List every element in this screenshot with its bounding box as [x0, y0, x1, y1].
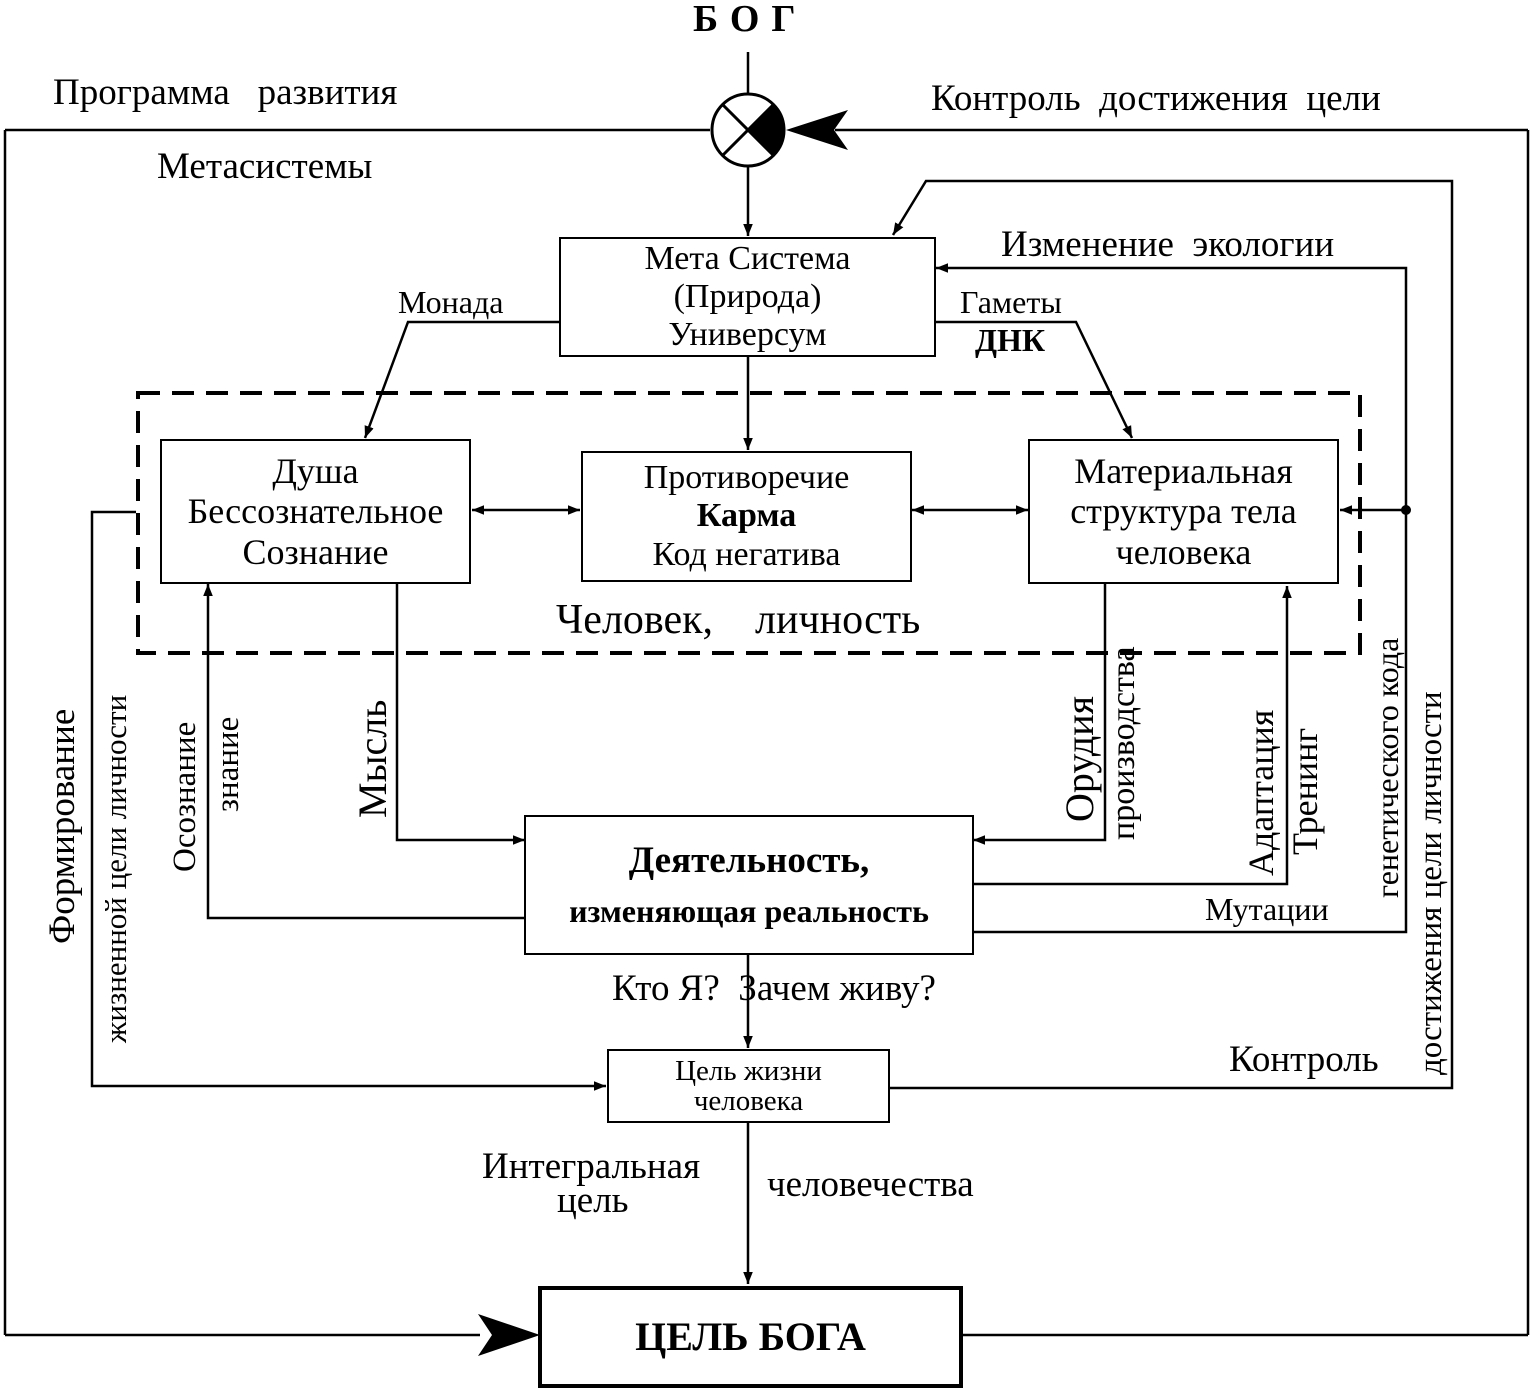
awareness-label: Осознание — [167, 721, 203, 872]
mutation-path — [973, 510, 1408, 934]
thought-arrow — [395, 584, 525, 845]
negative-code-label: Код негатива — [652, 535, 841, 573]
reality-changing-label: изменяющая реальность — [569, 892, 929, 929]
awareness-arrow — [203, 584, 525, 920]
forming-label: Формирование — [42, 708, 83, 944]
who-am-i-label: Кто Я? Зачем живу? — [612, 968, 936, 1009]
contradiction-label: Противоречие — [643, 459, 850, 497]
life-goal-vertical-label: жизненной цели личности — [98, 694, 133, 1043]
monad-arrow — [363, 320, 560, 439]
knowledge-label: знание — [210, 716, 246, 812]
body-structure-label: структура тела — [1070, 491, 1297, 532]
humanity-label: человечества — [767, 1164, 974, 1205]
control-goal-label: Контроль достижения цели — [931, 78, 1381, 119]
junction-cross-2 — [721, 103, 775, 157]
consciousness-label: Сознание — [242, 531, 389, 572]
adaptation-arrow — [973, 586, 1292, 886]
ecology-arrow — [936, 263, 1408, 510]
control-label: Контроль — [1229, 1039, 1379, 1080]
body-box: Материальная структура тела человека — [1028, 439, 1339, 584]
unconscious-label: Бессознательное — [187, 491, 444, 532]
gametes-label: Гаметы — [960, 284, 1062, 320]
life-goal-label: Цель жизни — [675, 1054, 822, 1087]
genetic-code-label: генетического кода — [1369, 637, 1405, 898]
life-goal-forming-arrow — [90, 510, 606, 1091]
program-label: Программа развития — [53, 72, 398, 113]
metasystem-nature: (Природа) — [673, 277, 822, 315]
monad-label: Монада — [398, 284, 504, 320]
karma-box: Противоречие Карма Код негатива — [581, 451, 912, 582]
adaptation-label: Адаптация — [1241, 709, 1281, 876]
tools-label: Орудия — [1057, 696, 1102, 822]
mutations-label: Мутации — [1205, 891, 1329, 927]
life-goal-human-label: человека — [693, 1085, 804, 1117]
junction-dot — [1401, 505, 1411, 515]
god-title: БОГ — [693, 0, 808, 40]
integral-label: Интегральная — [482, 1146, 701, 1187]
production-label: производства — [1105, 646, 1142, 840]
soul-label: Душа — [272, 451, 359, 492]
god-goal-big-arrow — [478, 1314, 540, 1356]
god-goal-box: ЦЕЛЬ БОГА — [538, 1286, 963, 1388]
karma-label: Карма — [696, 497, 797, 535]
ecology-label: Изменение экологии — [1001, 224, 1335, 265]
activity-label: Деятельность, — [628, 840, 870, 882]
god-goal-label: ЦЕЛЬ БОГА — [635, 1313, 866, 1359]
training-label: Тренинг — [1285, 727, 1325, 855]
material-label: Материальная — [1074, 451, 1293, 492]
personality-boundary — [136, 391, 1362, 655]
control-big-arrow — [786, 110, 848, 150]
junction-filled-sector — [748, 104, 785, 156]
person-label: Человек, личность — [556, 597, 921, 643]
human-label: человека — [1115, 531, 1252, 572]
activity-box: Деятельность, изменяющая реальность — [524, 815, 974, 955]
life-goal-box: Цель жизни человека — [607, 1049, 890, 1123]
soul-box: Душа Бессознательное Сознание — [160, 439, 471, 584]
metasystems-label: Метасистемы — [157, 146, 373, 187]
tools-arrow — [973, 584, 1107, 845]
achievement-label: достижения цели личности — [1413, 691, 1449, 1075]
gametes-arrow — [936, 320, 1134, 439]
integral-goal-label: цель — [557, 1180, 629, 1221]
thought-label: Мысль — [350, 699, 395, 818]
dna-label: ДНК — [975, 322, 1046, 358]
metasystem-universe: Универсум — [668, 316, 827, 354]
metasystem-title: Мета Система — [644, 239, 851, 277]
goal-control-return-arrow — [890, 179, 1454, 1090]
metasystem-box: Мета Система (Природа) Универсум — [559, 237, 936, 357]
